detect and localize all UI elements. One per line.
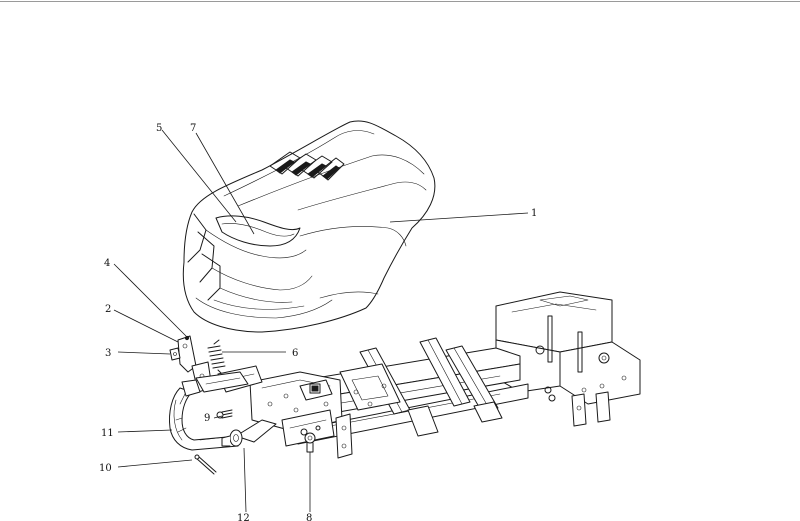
callout-5: 5 [156,123,162,134]
callout-8: 8 [306,513,312,521]
callout-4: 4 [104,258,110,269]
callout-11: 11 [101,428,114,439]
callout-numbers: 1 2 3 4 5 6 7 8 9 10 11 12 [99,123,537,521]
callout-9: 9 [204,413,210,424]
callout-6: 6 [292,348,298,359]
hood-spring [207,339,226,375]
headlight-area [187,213,333,319]
callout-1: 1 [531,208,537,219]
hood-vents [269,151,345,181]
front-bumper [169,371,277,451]
axle-bushing [221,429,243,447]
pin [194,454,217,475]
top-border [0,1,800,2]
frame-assembly [249,291,641,459]
leader-lines [113,129,529,513]
callout-12: 12 [237,513,250,521]
callout-2: 2 [105,304,111,315]
hood-assembly [182,120,436,333]
callout-3: 3 [105,348,111,359]
callout-10: 10 [99,463,112,474]
callout-7: 7 [190,123,196,134]
